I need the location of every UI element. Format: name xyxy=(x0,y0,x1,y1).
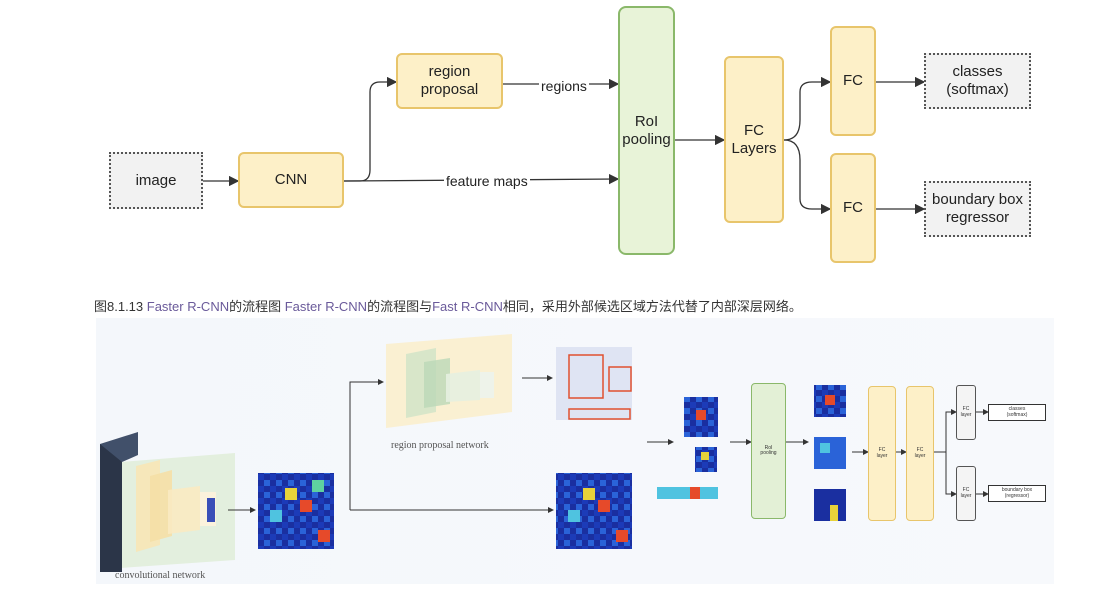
arrow-fmap-rpn xyxy=(349,379,384,510)
caption-part1: Faster R-CNN xyxy=(146,299,230,314)
small-bbox: boundary box (regressor) xyxy=(988,485,1046,502)
edge-label-feature-maps: feature maps xyxy=(444,173,530,189)
feature-map-main-hot1 xyxy=(285,488,297,500)
roi-pooling-node: RoI pooling xyxy=(618,6,675,255)
feature-map-second-hot1 xyxy=(583,488,595,500)
figure-caption: 图8.1.13 Faster R-CNN的流程图 Faster R-CNN的流程… xyxy=(94,296,802,315)
small-fc-layer-bottom: FC layer xyxy=(956,466,976,521)
edge-label-regions: regions xyxy=(539,78,589,94)
rpn-label: region proposal network xyxy=(391,440,489,451)
conv-network-label: convolutional network xyxy=(115,570,206,581)
small-fc-layer-1: FC layer xyxy=(868,386,896,521)
pooled-1-hot xyxy=(825,395,835,405)
region-proposal-node: region proposal xyxy=(396,53,503,109)
fc-top-node: FC xyxy=(830,26,876,136)
caption-rest: 相同，采用外部候选区域方法代替了内部深层网络。 xyxy=(502,299,802,314)
rpn-layer-3 xyxy=(446,370,480,402)
input-image xyxy=(100,444,122,572)
crop-3-hot xyxy=(690,487,700,499)
input-image-top xyxy=(100,432,138,462)
feature-map-second-hot4 xyxy=(616,530,628,542)
fc-layers-node: FC Layers xyxy=(724,56,784,223)
feature-map-main-hot2 xyxy=(300,500,312,512)
feature-map-second-hot3 xyxy=(568,510,580,522)
feature-map-main-hot3 xyxy=(270,510,282,522)
edge-fclayers-fc-top xyxy=(783,76,832,141)
edge-fclayers-fc-bottom xyxy=(783,139,832,215)
small-classes: classes (softmax) xyxy=(988,404,1046,421)
proposal-box-1 xyxy=(568,354,604,399)
small-fc-layer-2: FC layer xyxy=(906,386,934,521)
classes-node: classes (softmax) xyxy=(924,53,1031,109)
feature-map-main-hot4 xyxy=(312,480,324,492)
conv-layer-2 xyxy=(150,470,172,542)
bbox-node: boundary box regressor xyxy=(924,181,1031,237)
arrow-fc2-bottom xyxy=(934,451,957,497)
rpn-output xyxy=(480,372,494,398)
feature-map-main-hot5 xyxy=(318,530,330,542)
pooled-2-hot xyxy=(820,443,830,453)
proposal-box-2 xyxy=(608,366,632,392)
caption-prefix: 图8.1.13 xyxy=(94,299,147,314)
conv-layer-3 xyxy=(168,486,200,534)
rpn-layer-2 xyxy=(424,358,450,408)
caption-mid2: 的流程图与 xyxy=(367,299,433,314)
crop-1-hot xyxy=(696,410,706,420)
proposal-box-3 xyxy=(568,408,631,420)
feature-map-second-hot2 xyxy=(598,500,610,512)
pooled-3-hot xyxy=(830,505,838,521)
caption-part2: Faster R-CNN xyxy=(284,299,368,314)
conv-output-map xyxy=(207,498,215,522)
small-fc-layer-top: FC layer xyxy=(956,385,976,440)
caption-part3: Fast R-CNN xyxy=(432,299,503,314)
cnn-node: CNN xyxy=(238,152,344,208)
crop-3 xyxy=(657,487,718,499)
fc-bottom-node: FC xyxy=(830,153,876,263)
crop-2-hot xyxy=(701,452,709,460)
image-node: image xyxy=(109,152,203,209)
caption-mid1: 的流程图 xyxy=(229,299,285,314)
small-roi-pooling: RoI pooling xyxy=(751,383,786,519)
